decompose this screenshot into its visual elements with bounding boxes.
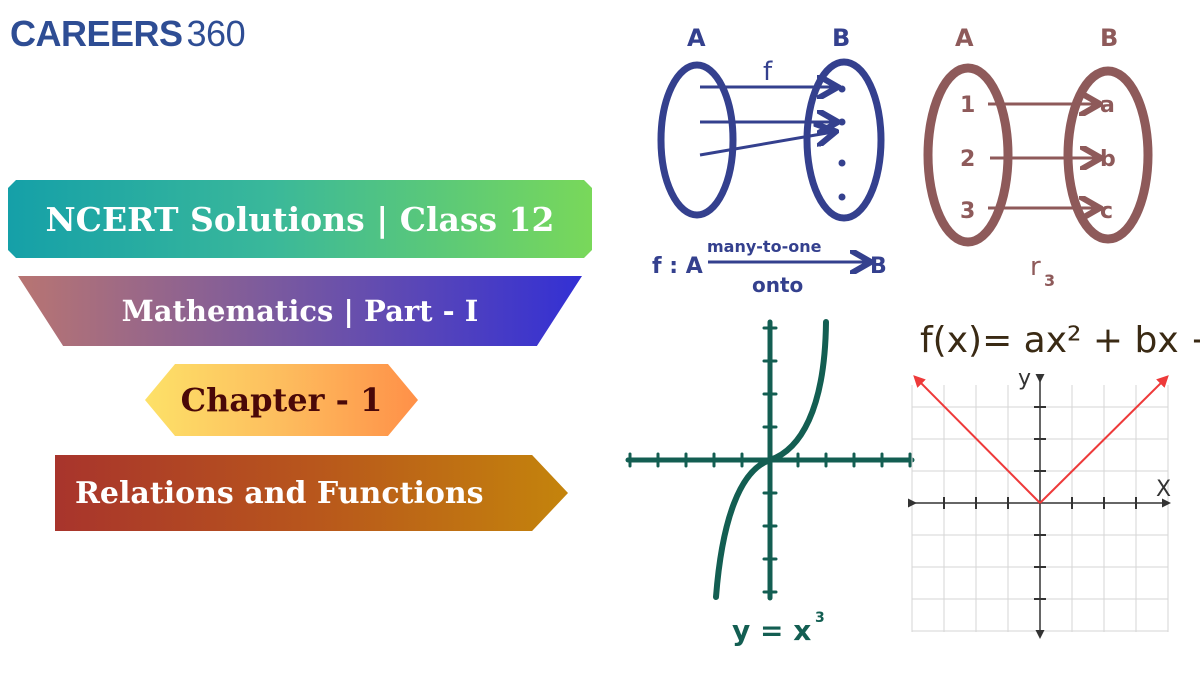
codomain-b: b: [1100, 147, 1116, 172]
domain-1: 1: [960, 93, 975, 118]
domain-2: 2: [960, 147, 975, 172]
cubic-exponent: 3: [815, 610, 825, 626]
function-diagram: [657, 58, 885, 262]
set-a-label: A: [687, 24, 706, 52]
title-text: NCERT Solutions | Class 12: [45, 199, 555, 239]
codomain-c: c: [1100, 199, 1113, 224]
logo-number: 360: [186, 13, 246, 54]
chapter-banner: Chapter - 1: [145, 364, 418, 436]
relation-diagram-labels: A B 1 2 3 a b c r 3: [955, 24, 1118, 290]
chapter-text: Chapter - 1: [180, 381, 383, 419]
codomain-a: a: [1100, 93, 1115, 118]
many-to-one-label: many-to-one: [707, 237, 822, 256]
set-b-label: B: [1100, 24, 1118, 52]
function-diagram-labels: A B f f : A B many-to-one onto: [652, 24, 887, 297]
y-axis-label: y: [1018, 366, 1031, 391]
notation-left: f : A: [652, 254, 703, 279]
relation-label-sub: 3: [1044, 271, 1055, 290]
logo-brand: CAREERS: [10, 13, 183, 54]
abs-graph: [908, 374, 1171, 639]
relation-diagram: [923, 63, 1153, 247]
topic-banner: Relations and Functions: [55, 455, 568, 531]
cubic-label: y = x 3: [732, 610, 825, 647]
relation-label: r: [1030, 252, 1041, 282]
set-b-label: B: [832, 24, 850, 52]
cubic-graph: [625, 319, 915, 601]
title-banner: NCERT Solutions | Class 12: [8, 180, 592, 258]
map-label: f: [763, 57, 773, 87]
notation-right: B: [870, 254, 887, 279]
x-axis-label: X: [1156, 477, 1171, 502]
subject-banner: Mathematics | Part - I: [18, 276, 582, 346]
cubic-formula: y = x: [732, 614, 811, 647]
onto-label: onto: [752, 273, 803, 297]
quadratic-formula: f(x)= ax² + bx + c: [920, 320, 1200, 361]
set-a-label: A: [955, 24, 974, 52]
domain-3: 3: [960, 199, 975, 224]
subject-text: Mathematics | Part - I: [121, 294, 479, 328]
topic-text: Relations and Functions: [75, 475, 484, 511]
abs-labels: f(x)= ax² + bx + c y X: [920, 320, 1200, 502]
